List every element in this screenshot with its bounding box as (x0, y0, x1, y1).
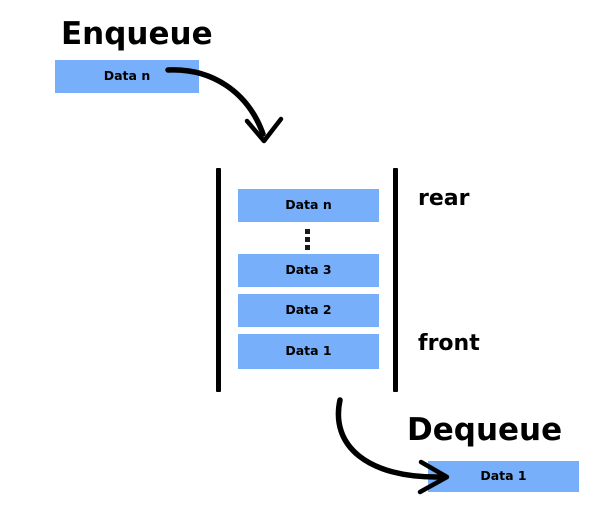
dequeue-title: Dequeue (407, 412, 563, 448)
queue-rail-right (393, 168, 398, 392)
vertical-ellipsis-icon (304, 229, 310, 250)
enqueue-title: Enqueue (61, 16, 213, 52)
rear-pointer-label: rear (418, 186, 470, 211)
enqueue-data-box: Data n (55, 60, 199, 93)
queue-slot-data-2: Data 2 (238, 294, 379, 327)
dequeue-data-box: Data 1 (428, 461, 579, 492)
queue-rail-left (216, 168, 221, 392)
queue-slot-front: Data 1 (238, 334, 379, 369)
queue-slot-data-3: Data 3 (238, 254, 379, 287)
front-pointer-label: front (418, 331, 480, 356)
queue-slot-rear: Data n (238, 189, 379, 222)
